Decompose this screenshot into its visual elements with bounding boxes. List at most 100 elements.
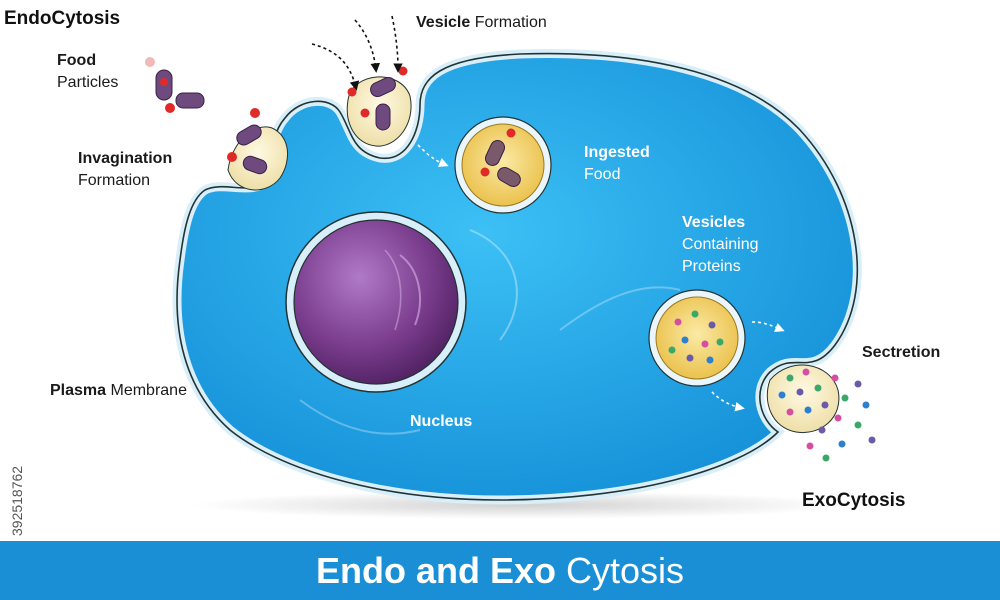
ingested-label-rest: Food [584,166,621,183]
ingested-food-vesicle [461,123,545,207]
secreted-dot [806,442,814,450]
invagination-particles [227,108,268,175]
invagination-label: Invagination Formation [78,148,172,192]
plasma-label-bold: Plasma [50,382,107,399]
nucleus [293,219,459,385]
endocytosis-title: EndoCytosis [4,8,121,29]
secreted-dot [834,414,842,422]
secreted-dot [838,440,846,448]
cytoplasm-streak [559,286,681,331]
stock-id-text: 392518762 [9,466,25,536]
food-dot [165,103,175,113]
vesicles-label-rest1: Containing [682,236,759,253]
invagination-label-rest: Formation [78,172,151,189]
protein-dot [814,384,822,392]
protein-vesicle [655,296,739,380]
secreted-dot [854,421,862,429]
vesicle-formation-particles [347,66,408,131]
cytoplasm-streak [299,399,421,435]
food-dot [480,167,490,177]
vesicles-proteins-label: Vesicles Containing Proteins [682,212,759,278]
protein-dot [802,368,810,376]
protein-dot [796,388,804,396]
entry-arrow [311,43,360,91]
food-dot [398,66,408,76]
secretion-arrow [711,391,745,412]
protein-dot [708,321,716,329]
vesicle-move-arrow [417,144,449,167]
food-dot [145,57,155,67]
secreted-dot [868,436,876,444]
secreted-dot [854,380,862,388]
ingested-food-label: Ingested Food [584,142,650,186]
ingested-label-bold: Ingested [584,144,650,161]
vesicle-label-rest: Formation [474,14,547,31]
secreted-dot [841,394,849,402]
secretion-label-text: Sectretion [862,344,941,361]
protein-dot [686,354,694,362]
food-dot [250,108,260,118]
plasma-membrane-label: Plasma Membrane [50,380,187,402]
protein-dot [668,346,676,354]
nucleus-streak [399,254,421,326]
secretion-arrow [751,321,785,332]
banner-title: Endo and Exo Cytosis [0,541,1000,600]
vesicle-label-bold: Vesicle [416,14,471,31]
secreted-dot [818,426,826,434]
protein-dot [706,356,714,364]
nucleus-label-text: Nucleus [410,413,473,430]
exocytosis-title: ExoCytosis [802,490,906,511]
food-particles-group [145,57,205,113]
entry-arrow [391,15,403,73]
plasma-label-rest: Membrane [110,382,187,399]
protein-dot [701,340,709,348]
secreted-dot [822,454,830,462]
food-dot [160,78,168,86]
secretion-label: Sectretion [862,342,940,364]
protein-dot [804,406,812,414]
ingested-particles [480,128,521,187]
protein-dot [716,338,724,346]
food-particle [236,124,262,146]
food-particle [484,140,506,166]
title-banner [0,541,1000,600]
food-particles-label: Food Particles [57,50,118,94]
cell-outline [176,52,859,501]
protein-dot [821,401,829,409]
secreted-dots [806,374,876,462]
protein-dot [691,310,699,318]
food-label-bold: Food [57,52,97,69]
nucleus-streak [384,249,402,331]
food-particle [497,167,521,187]
food-dot [506,128,516,138]
protein-dot [681,336,689,344]
food-label-rest: Particles [57,74,119,91]
vesicle-formation-label: Vesicle Formation [416,12,547,34]
banner-title-bold: Endo and Exo [315,550,556,591]
protein-dot [786,374,794,382]
protein-dot [674,318,682,326]
protein-vesicle-dots [668,310,724,364]
stock-id-watermark: 392518762 [9,466,25,536]
cell-shadow [190,491,850,519]
food-particle [175,92,205,109]
invagination-label-bold: Invagination [78,150,173,167]
entry-arrow [354,19,381,73]
food-dot [360,108,370,118]
exocytosis-pocket [766,364,840,434]
banner-title-light: Cytosis [566,550,685,591]
vesicles-label-rest2: Proteins [682,258,741,275]
protein-dot [786,408,794,416]
food-particle [242,155,268,175]
vesicles-label-bold: Vesicles [682,214,746,231]
secreted-dot [831,374,839,382]
food-particle [370,76,396,98]
secreted-dot [862,401,870,409]
nucleus-label: Nucleus [410,411,472,433]
exocytosis-pocket-dots [778,368,829,416]
food-dot [227,152,237,162]
cytoplasm-streak [469,229,518,341]
food-particle [375,103,391,131]
protein-dot [778,391,786,399]
